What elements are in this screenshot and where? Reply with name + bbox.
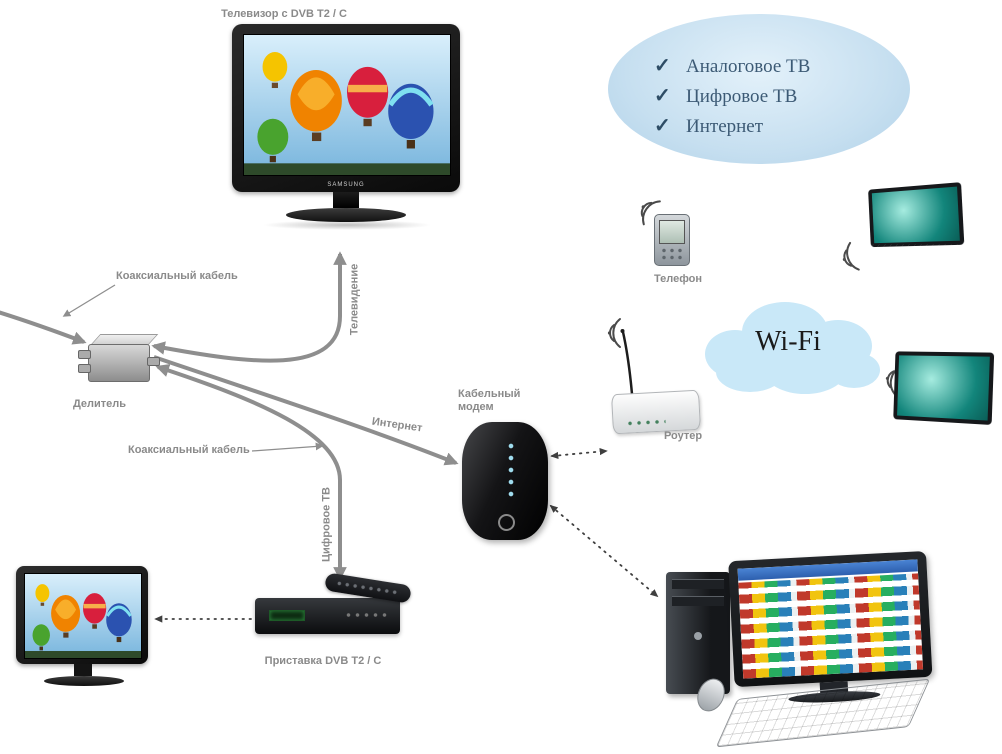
label-digital-tv: Цифровое ТВ	[320, 486, 333, 563]
dotted-modem-pc	[549, 504, 659, 598]
label-tv-main: Телевизор с DVB T2 / C	[221, 8, 347, 20]
phone-keypad	[660, 247, 684, 261]
service-label: Цифровое ТВ	[686, 85, 798, 107]
tv-shadow	[262, 220, 432, 230]
pc-tower	[666, 572, 730, 694]
tv-screen-balloons	[243, 34, 451, 176]
tv-brand-text: SAMSUNG	[327, 182, 365, 188]
splitter-port	[78, 364, 91, 373]
modem-logo-icon	[498, 514, 515, 531]
stb-display	[269, 610, 305, 621]
router-device	[611, 389, 701, 435]
service-label: Интернет	[686, 115, 764, 137]
laptop-screen-glow	[871, 186, 960, 244]
label-pointers	[62, 284, 324, 452]
label-cable-modem: Кабельный модем	[458, 388, 521, 413]
dotted-modem-router	[550, 447, 608, 460]
service-label: Аналоговое ТВ	[686, 55, 811, 77]
pointer-coax-top	[62, 284, 116, 317]
laptop-screen-glow	[897, 355, 990, 421]
cloud-shape	[705, 302, 880, 394]
tv-small	[16, 566, 148, 692]
service-row: ✓ Аналоговое ТВ	[654, 53, 810, 80]
services-bubble: ✓ Аналоговое ТВ ✓ Цифровое ТВ ✓ Интернет	[608, 14, 910, 164]
modem-led-column	[506, 440, 515, 498]
stb-buttons	[344, 612, 388, 618]
tv-screen-balloons	[24, 573, 142, 659]
laptop-right	[870, 351, 1002, 454]
splitter-port	[147, 357, 160, 366]
router-antenna	[621, 331, 634, 395]
splitter-port	[78, 350, 91, 359]
tv-stand-base	[44, 676, 124, 686]
check-icon: ✓	[654, 54, 671, 77]
tv-frame	[16, 566, 148, 664]
check-icon: ✓	[654, 114, 671, 137]
splitter-device	[78, 330, 160, 388]
label-phone: Телефон	[653, 273, 703, 285]
check-icon: ✓	[654, 84, 671, 107]
service-row: ✓ Цифровое ТВ	[654, 83, 797, 110]
router-antenna-tip	[620, 329, 625, 333]
wifi-cloud: Wi-Fi	[690, 292, 886, 398]
tv-frame: SAMSUNG	[232, 24, 460, 192]
label-router: Роутер	[663, 430, 703, 442]
tv-stand-neck	[74, 664, 92, 676]
pointer-coax-bottom	[251, 442, 324, 452]
dotted-links	[154, 447, 659, 623]
coax-lines	[0, 251, 459, 581]
line-splitter-to-tv	[151, 251, 347, 363]
label-television: Телевидение	[348, 263, 361, 336]
tv-stand-neck	[333, 192, 359, 208]
tv-dvb-main: SAMSUNG	[232, 24, 460, 236]
laptop-screen	[868, 182, 965, 248]
laptop-keyboard-base	[840, 244, 974, 264]
cable-modem-device	[462, 422, 548, 540]
phone-screen	[659, 220, 685, 244]
splitter-body	[88, 344, 150, 382]
tv-stand-base	[286, 208, 406, 222]
label-coax-top: Коаксиальный кабель	[116, 270, 238, 282]
router-led-row	[625, 419, 666, 426]
label-settop-box: Приставка DVB T2 / C	[264, 655, 382, 667]
settop-box-device	[255, 598, 400, 634]
laptop-top-right	[840, 182, 974, 266]
wifi-icon-router	[606, 318, 621, 348]
drive-bay	[672, 579, 724, 589]
webpage-content-grid	[738, 573, 924, 679]
label-coax-bottom: Коаксиальный кабель	[128, 444, 250, 456]
line-incoming-coax	[0, 310, 87, 345]
label-splitter: Делитель	[72, 398, 127, 410]
phone-device	[654, 214, 690, 266]
laptop-screen	[893, 351, 995, 425]
service-row: ✓ Интернет	[654, 113, 763, 140]
wifi-cloud-label: Wi-Fi	[755, 326, 821, 357]
laptop-keyboard-base	[870, 426, 1002, 452]
power-button-icon	[694, 632, 702, 640]
line-splitter-to-stb	[155, 363, 347, 581]
drive-bay	[672, 596, 724, 606]
monitor-frame	[728, 550, 933, 688]
monitor-webpage	[737, 559, 924, 679]
